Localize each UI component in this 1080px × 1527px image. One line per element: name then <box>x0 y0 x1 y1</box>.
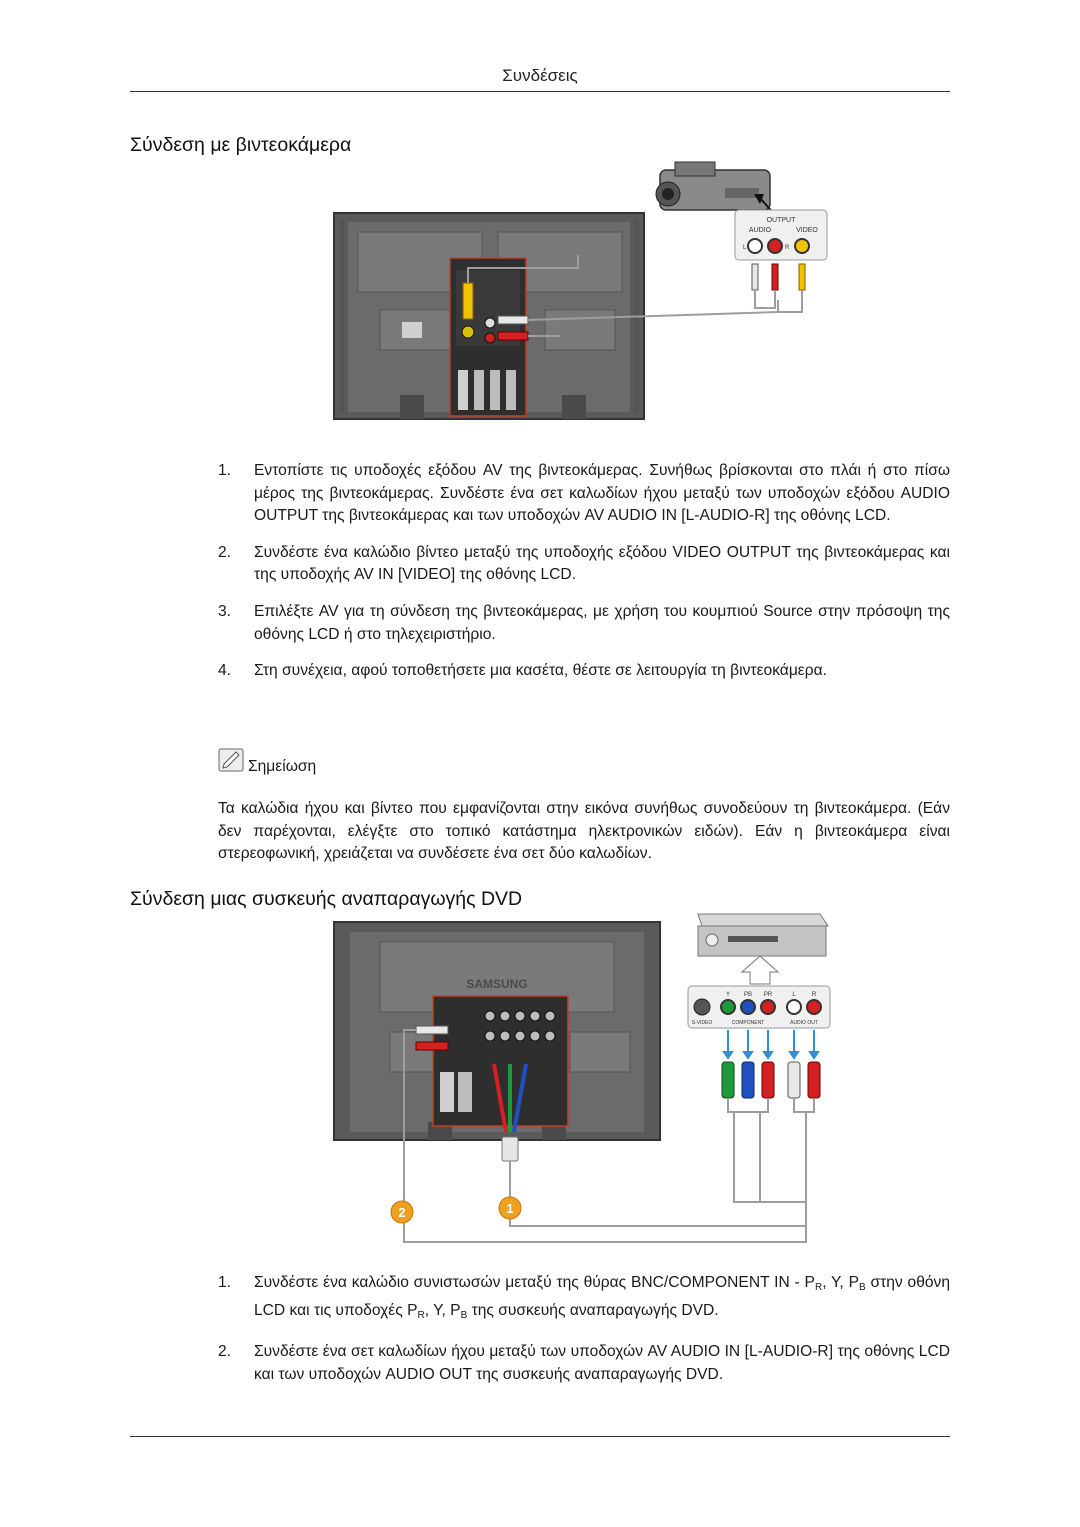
camcorder-output-panel: OUTPUT AUDIO VIDEO L R <box>734 209 828 261</box>
step-number: 1. <box>218 462 232 479</box>
note-text: Τα καλώδια ήχου και βίντεο που εμφανίζον… <box>218 800 950 863</box>
step-text: Στη συνέχεια, αφού τοποθετήσετε μια κασέ… <box>254 662 827 680</box>
monitor-audio-plugs <box>403 1025 807 1243</box>
list-item: 2. Συνδέστε ένα σετ καλωδίων ήχου μεταξύ … <box>218 1341 950 1386</box>
jack-l: L <box>792 992 796 998</box>
step-number: 2. <box>218 1343 232 1361</box>
jack-r: R <box>812 992 817 998</box>
badge-1-label: 1 <box>506 1201 513 1216</box>
output-panel-l: L <box>743 245 747 251</box>
header-rule <box>130 91 950 92</box>
jack-y: Y <box>726 992 730 998</box>
badge-2-label: 2 <box>398 1205 405 1220</box>
list-item: 1. Συνδέστε ένα καλώδιο συνιστωσών μεταξύ… <box>218 1272 950 1327</box>
camcorder-steps: 1. Εντοπίστε τις υποδοχές εξόδου AV της β… <box>218 460 950 697</box>
step-text: Συνδέστε ένα σετ καλωδίων ήχου μεταξύ τω… <box>254 1343 950 1383</box>
step-number: 1. <box>218 1274 232 1291</box>
note-icon <box>218 748 244 772</box>
output-panel-title: OUTPUT <box>767 217 797 224</box>
jack-pb: PB <box>744 992 752 998</box>
dvd-steps: 1. Συνδέστε ένα καλώδιο συνιστωσών μεταξύ… <box>218 1272 950 1400</box>
group-component: COMPONENT <box>732 1020 765 1026</box>
badge-1: 1 <box>498 1196 522 1220</box>
footer-rule <box>130 1436 950 1437</box>
list-item: 1. Εντοπίστε τις υποδοχές εξόδου AV της β… <box>218 460 950 528</box>
video-cable <box>462 255 579 320</box>
section-title-dvd: Σύνδεση μιας συσκευής αναπαραγωγής DVD <box>130 888 523 910</box>
running-header: Συνδέσεις <box>502 66 578 85</box>
monitor-back: SAMSUNG <box>333 921 661 1141</box>
section-title-camcorder: Σύνδεση με βιντεοκάμερα <box>130 134 352 156</box>
output-panel-video: VIDEO <box>796 227 818 234</box>
step-number: 2. <box>218 543 232 561</box>
bnc-component-panel <box>432 995 569 1127</box>
component-cables <box>492 1063 806 1227</box>
badge-2: 2 <box>390 1200 414 1224</box>
step-number: 4. <box>218 662 232 680</box>
list-item: 3. Επιλέξτε AV για τη σύνδεση της βιντεοκ… <box>218 601 950 646</box>
list-item: 2. Συνδέστε ένα καλώδιο βίντεο μεταξύ της… <box>218 542 950 587</box>
jack-pr: PR <box>764 992 773 998</box>
output-panel-r: R <box>785 245 790 251</box>
step-text: Εντοπίστε τις υποδοχές εξόδου AV της βιν… <box>254 462 950 525</box>
dvd-connection-diagram: SAMSUNG <box>333 913 831 1243</box>
camcorder-connection-diagram: OUTPUT AUDIO VIDEO L R <box>333 161 828 420</box>
group-svideo: S-VIDEO <box>692 1020 713 1026</box>
dvd-output-panel: Y PB PR L R S-VIDEO COMPONENT AUDIO OUT <box>687 985 831 1029</box>
step-text: Συνδέστε ένα καλώδιο βίντεο μεταξύ της υ… <box>254 543 950 584</box>
camcorder-plugs <box>751 263 806 313</box>
arrow-up <box>740 955 780 985</box>
group-audio-out: AUDIO OUT <box>790 1020 818 1026</box>
list-item: 4. Στη συνέχεια, αφού τοποθετήσετε μια κα… <box>218 660 950 683</box>
down-arrows <box>722 1030 820 1060</box>
camcorder <box>655 161 771 211</box>
step-number: 3. <box>218 602 232 620</box>
note-label: Σημείωση <box>248 758 317 775</box>
note-heading: Σημείωση <box>218 744 316 776</box>
dvd-plugs <box>721 1061 821 1113</box>
step-text: Συνδέστε ένα καλώδιο συνιστωσών μεταξύ τ… <box>254 1274 951 1321</box>
step-text: Επιλέξτε AV για τη σύνδεση της βιντεοκάμ… <box>254 602 950 643</box>
brand-label: SAMSUNG <box>466 977 527 991</box>
output-panel-audio: AUDIO <box>749 227 772 234</box>
dvd-player <box>697 913 829 957</box>
